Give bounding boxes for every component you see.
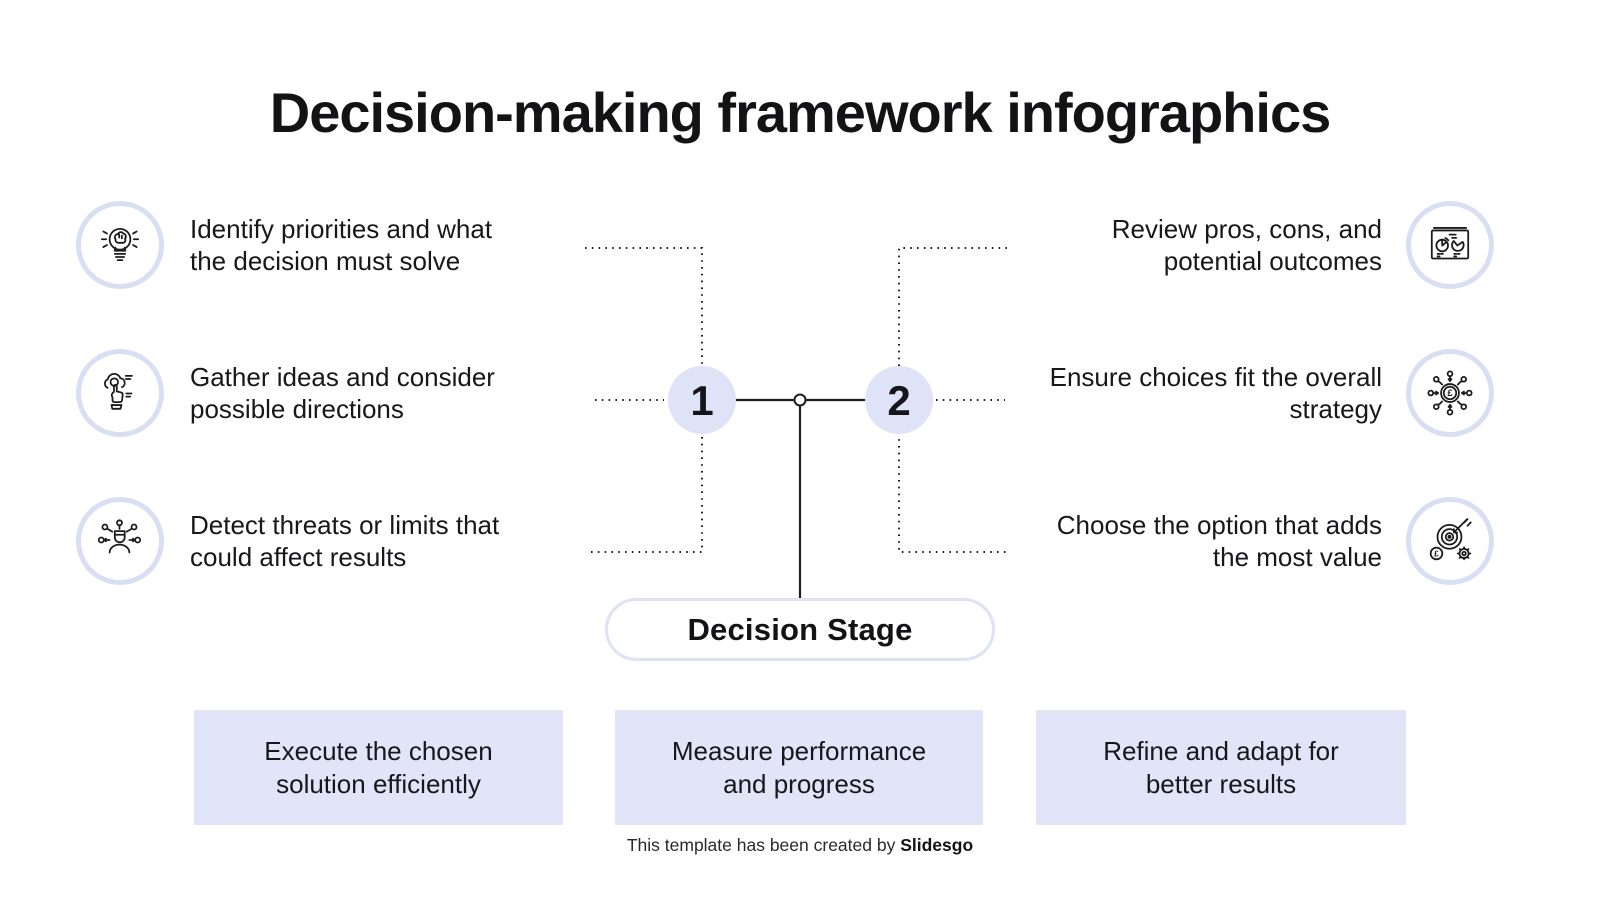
dotted-bracket-left xyxy=(585,247,703,553)
stage-circle-1 xyxy=(668,366,736,434)
item-text: Gather ideas and consider possible direc… xyxy=(190,362,495,424)
person-network-icon xyxy=(76,497,164,585)
bottom-box-measure: Measure performance and progress xyxy=(615,710,983,825)
bottom-box-refine: Refine and adapt for better results xyxy=(1036,710,1406,825)
svg-text:£: £ xyxy=(1447,388,1453,398)
item-text: Identify priorities and what the decisio… xyxy=(190,214,493,276)
stage-connector-diagram: 1 2 xyxy=(585,247,1010,598)
page-title: Decision-making framework infographics xyxy=(269,81,1331,144)
list-item-review-outcomes: Review pros, cons, and potential outcome… xyxy=(990,199,1494,291)
coin-network-icon: £ xyxy=(1406,349,1494,437)
stage-number-2: 2 xyxy=(887,377,910,424)
hand-gear-icon xyxy=(76,349,164,437)
target-dart-icon: £ xyxy=(1406,497,1494,585)
decision-stage-label: Decision Stage xyxy=(687,611,913,647)
decision-stage-pill: Decision Stage xyxy=(605,598,995,661)
list-item-detect-threats: Detect threats or limits that could affe… xyxy=(76,495,562,587)
bottom-box-execute: Execute the chosen solution efficiently xyxy=(194,710,563,825)
stage-number-1: 1 xyxy=(690,377,713,424)
item-text: Detect threats or limits that could affe… xyxy=(190,510,500,572)
stage-circle-2 xyxy=(865,366,933,434)
svg-text:£: £ xyxy=(1434,548,1439,558)
item-text: Ensure choices fit the overall strategy xyxy=(1049,362,1382,424)
list-item-gather-ideas: Gather ideas and consider possible direc… xyxy=(76,347,562,439)
footer-brand: Slidesgo xyxy=(900,835,974,855)
list-item-ensure-strategy: Ensure choices fit the overall strategy xyxy=(990,347,1494,439)
item-text: Review pros, cons, and potential outcome… xyxy=(1111,214,1382,276)
footer-credit: This template has been created by Slides… xyxy=(0,835,1600,856)
charts-window-icon xyxy=(1406,201,1494,289)
list-item-choose-option: Choose the option that adds the most val… xyxy=(990,495,1494,587)
connector-node-ring xyxy=(793,393,807,407)
list-item-identify-priorities: Identify priorities and what the decisio… xyxy=(76,199,562,291)
brainstorm-bulb-icon xyxy=(76,201,164,289)
item-text: Choose the option that adds the most val… xyxy=(1056,510,1382,572)
footer-text: This template has been created by xyxy=(626,835,901,855)
